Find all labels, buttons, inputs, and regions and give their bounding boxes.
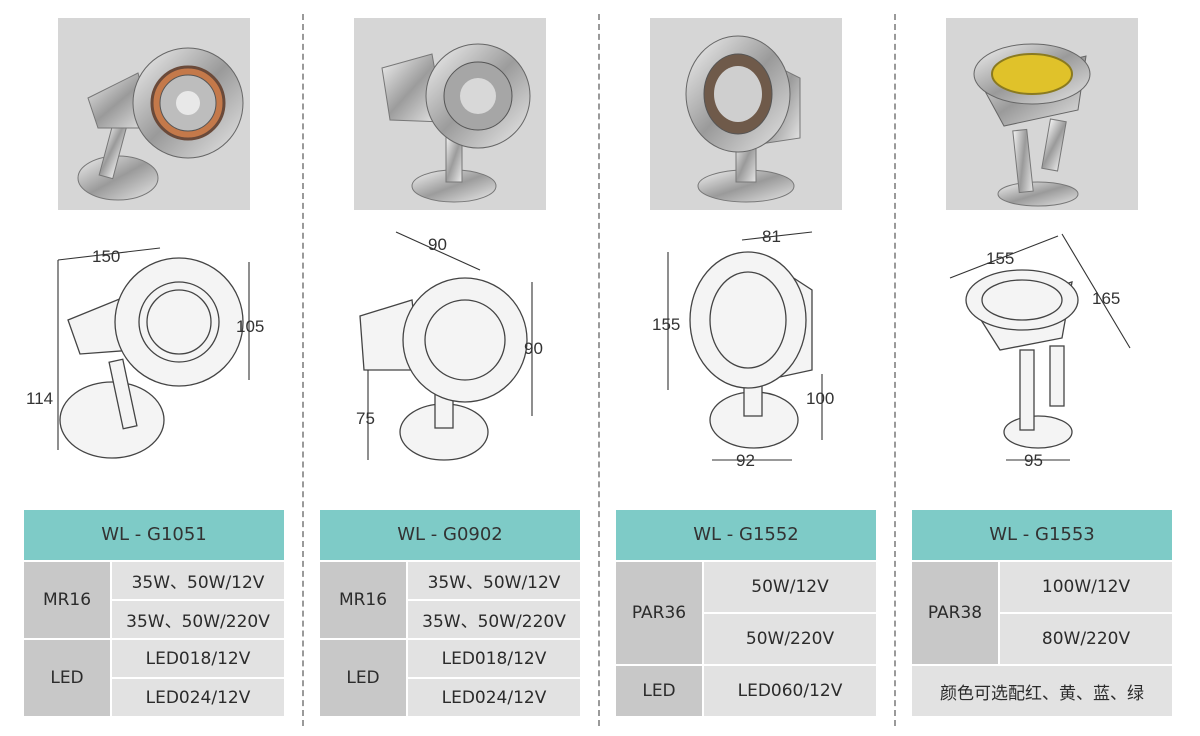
dimension-label: 165 <box>1092 289 1120 308</box>
spec-value: LED024/12V <box>408 677 580 716</box>
spec-value: 50W/12V <box>704 562 876 612</box>
spec-value: 80W/220V <box>1000 612 1172 664</box>
spec-category: MR16 <box>24 562 112 638</box>
spec-value: LED018/12V <box>112 640 284 677</box>
product-card-g1051: 150 105 114 WL - G1051 MR16 35W、50W/12V … <box>24 0 284 736</box>
spec-value: LED060/12V <box>704 666 876 716</box>
spotlight-photo-image <box>973 43 1091 207</box>
dimension-label: 150 <box>92 247 120 266</box>
spec-value: 100W/12V <box>1000 562 1172 612</box>
spec-value: 35W、50W/12V <box>408 562 580 599</box>
product-photo <box>58 18 250 210</box>
model-header: WL - G1552 <box>616 510 876 562</box>
spec-category: LED <box>616 666 704 716</box>
spec-group: LED LED060/12V <box>616 666 876 716</box>
spec-value: 35W、50W/12V <box>112 562 284 599</box>
spec-value: 35W、50W/220V <box>112 599 284 638</box>
column-divider <box>894 14 896 726</box>
spotlight-photo-image <box>685 35 801 203</box>
dimension-label: 155 <box>652 315 680 334</box>
product-photo <box>354 18 546 210</box>
dimension-drawing: 155 165 95 <box>912 220 1172 490</box>
spec-group: PAR38 100W/12V 80W/220V <box>912 562 1172 666</box>
spec-value: 35W、50W/220V <box>408 599 580 638</box>
dimension-drawing: 150 105 114 <box>24 220 284 490</box>
spec-table: WL - G0902 MR16 35W、50W/12V 35W、50W/220V… <box>320 510 580 716</box>
product-card-g1553: 155 165 95 WL - G1553 PAR38 100W/12V 80W… <box>912 0 1172 736</box>
dimension-label: 105 <box>236 317 264 336</box>
dimension-label: 90 <box>524 339 543 358</box>
product-card-g1552: 81 155 100 92 WL - G1552 PAR36 50W/12V 5… <box>616 0 876 736</box>
spotlight-photo-image <box>381 43 531 203</box>
spec-category: PAR36 <box>616 562 704 664</box>
spec-value: LED024/12V <box>112 677 284 716</box>
dimension-label: 90 <box>428 235 447 254</box>
spec-table: WL - G1552 PAR36 50W/12V 50W/220V LED LE… <box>616 510 876 716</box>
spec-category: LED <box>24 640 112 716</box>
model-header: WL - G1051 <box>24 510 284 562</box>
spec-category: PAR38 <box>912 562 1000 664</box>
column-divider <box>302 14 304 726</box>
spec-table: WL - G1051 MR16 35W、50W/12V 35W、50W/220V… <box>24 510 284 716</box>
dimension-label: 155 <box>986 249 1014 268</box>
dimension-label: 114 <box>26 389 53 408</box>
spec-group: MR16 35W、50W/12V 35W、50W/220V <box>320 562 580 640</box>
spec-category: MR16 <box>320 562 408 638</box>
dimension-drawing: 81 155 100 92 <box>616 220 876 490</box>
product-photo <box>946 18 1138 210</box>
spotlight-photo-image <box>77 47 244 201</box>
spec-table: WL - G1553 PAR38 100W/12V 80W/220V 颜色可选配… <box>912 510 1172 716</box>
spec-note-row: 颜色可选配红、黄、蓝、绿 <box>912 666 1172 716</box>
spec-value: 50W/220V <box>704 612 876 664</box>
dimension-label: 75 <box>356 409 375 428</box>
spec-group: PAR36 50W/12V 50W/220V <box>616 562 876 666</box>
dimension-label: 95 <box>1024 451 1043 470</box>
model-header: WL - G1553 <box>912 510 1172 562</box>
color-options-note: 颜色可选配红、黄、蓝、绿 <box>912 666 1172 716</box>
product-card-g0902: 90 90 75 WL - G0902 MR16 35W、50W/12V 35W… <box>320 0 580 736</box>
spec-group: LED LED018/12V LED024/12V <box>24 640 284 716</box>
spec-group: MR16 35W、50W/12V 35W、50W/220V <box>24 562 284 640</box>
dimension-label: 81 <box>762 227 781 246</box>
product-photo <box>650 18 842 210</box>
dimension-label: 92 <box>736 451 755 470</box>
spec-value: LED018/12V <box>408 640 580 677</box>
column-divider <box>598 14 600 726</box>
dimension-drawing: 90 90 75 <box>320 220 580 490</box>
model-header: WL - G0902 <box>320 510 580 562</box>
spec-category: LED <box>320 640 408 716</box>
spec-group: LED LED018/12V LED024/12V <box>320 640 580 716</box>
dimension-label: 100 <box>806 389 834 408</box>
